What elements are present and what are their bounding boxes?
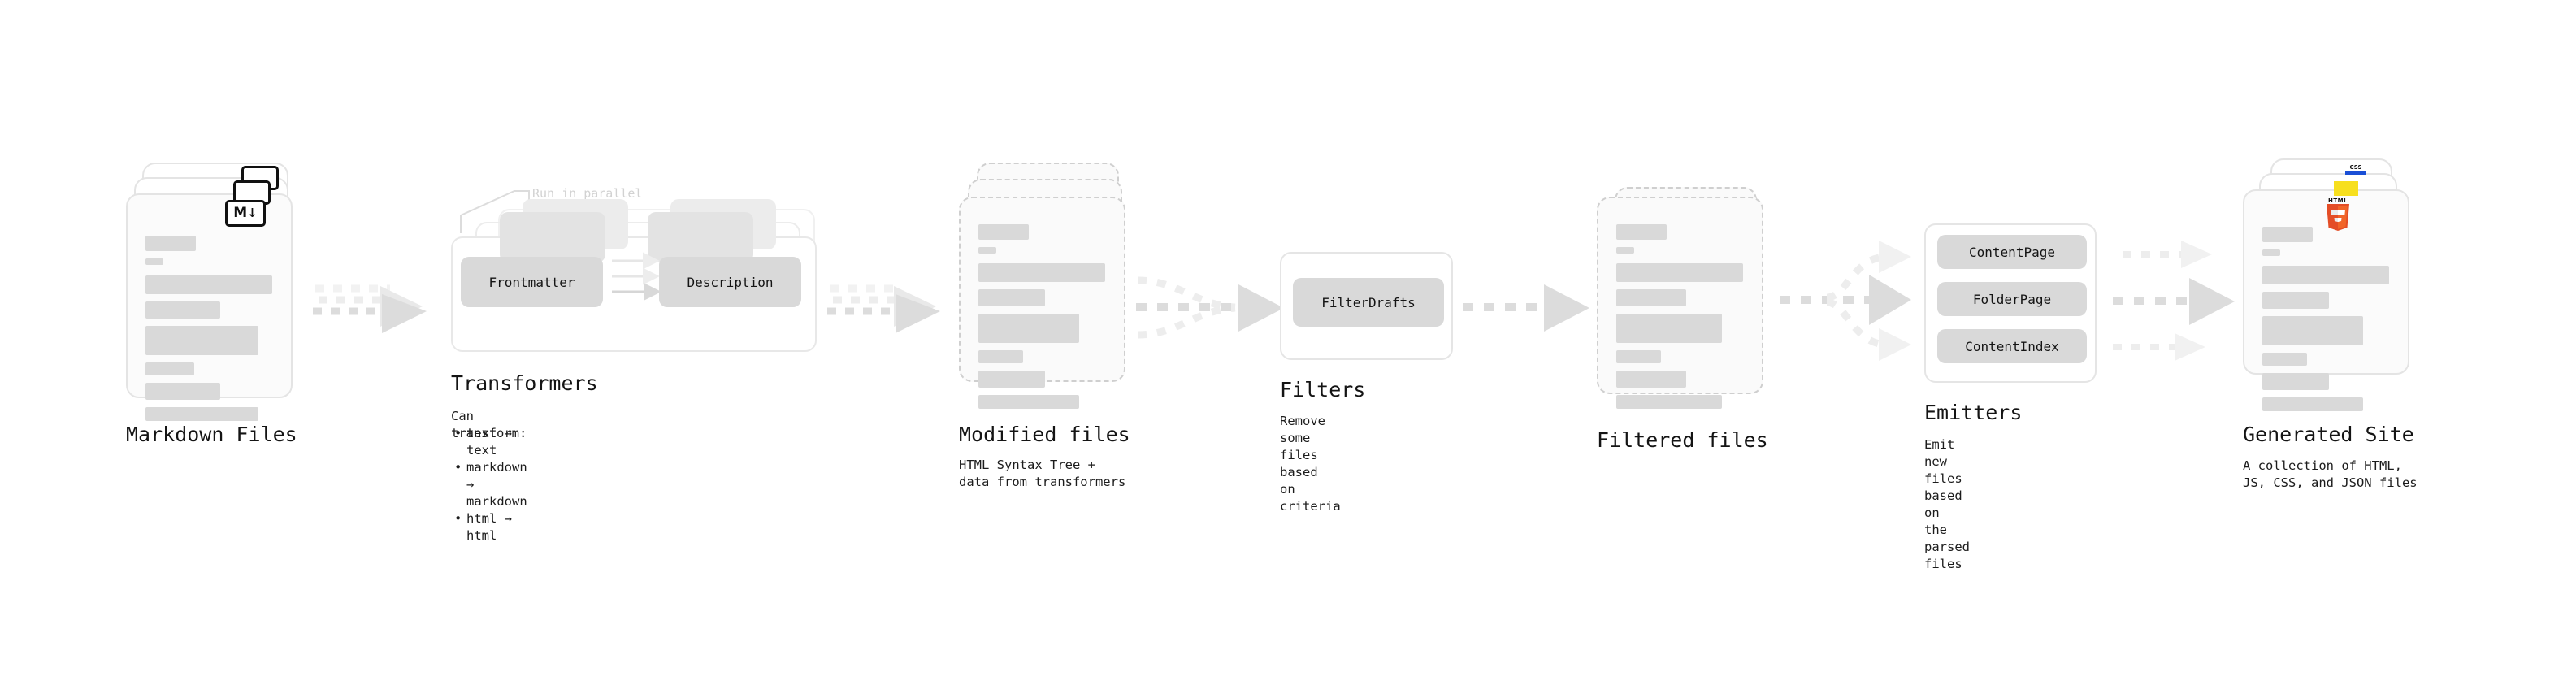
transformers-bullet-2: html → html <box>454 510 527 544</box>
connector-transformers-to-modified <box>827 284 940 333</box>
filtered-card-front <box>1597 197 1763 409</box>
stage-title-modified-files: Modified files <box>959 423 1130 446</box>
markdown-icon: M↓ <box>225 200 266 227</box>
transformers-bullet-1: markdown → markdown <box>454 459 527 510</box>
emitter-chip-contentindex[interactable]: ContentIndex <box>1937 329 2087 363</box>
generated-site-subtitle: A collection of HTML, JS, CSS, and JSON … <box>2243 458 2418 490</box>
transformer-inner-arrows <box>612 252 661 301</box>
markdown-icon-label: M <box>233 205 248 221</box>
transformer-chip-ghost-1a <box>500 212 605 262</box>
transformer-chip-description-label: Description <box>687 274 774 290</box>
transformers-bullet-0: text → text <box>454 425 527 459</box>
modified-card-stack <box>959 163 1134 409</box>
stage-filtered-files: Filtered files <box>1597 187 1772 452</box>
site-card-front <box>2243 189 2409 411</box>
stage-title-filtered-files: Filtered files <box>1597 428 1768 452</box>
connector-filters-to-filtered <box>1463 284 1589 332</box>
transformer-chip-description[interactable]: Description <box>659 257 801 307</box>
transformer-chip-frontmatter-label: Frontmatter <box>488 274 575 290</box>
css3-icon: CSS <box>2345 165 2366 175</box>
connector-filtered-to-emitters <box>1780 241 1911 361</box>
stage-title-filters: Filters <box>1280 378 1366 401</box>
stage-title-emitters: Emitters <box>1924 401 2023 424</box>
modified-card-front <box>959 197 1125 409</box>
transformer-chip-frontmatter[interactable]: Frontmatter <box>461 257 603 307</box>
emitter-chip-contentindex-label: ContentIndex <box>1965 338 2059 354</box>
filter-chip-filterdrafts-label: FilterDrafts <box>1321 294 1416 310</box>
filters-group: FilterDrafts <box>1280 252 1453 360</box>
emitters-subtitle: Emit new files based on the parsed files <box>1924 437 1970 571</box>
stage-title-transformers: Transformers <box>451 371 598 395</box>
transformers-bullet-list: text → text markdown → markdown html → h… <box>451 425 527 544</box>
run-in-parallel-bracket <box>460 190 530 233</box>
connector-modified-to-filters <box>1136 276 1284 339</box>
emitter-chip-contentpage[interactable]: ContentPage <box>1937 235 2087 269</box>
stage-title-generated-site: Generated Site <box>2243 423 2414 446</box>
emitter-chip-contentpage-label: ContentPage <box>1969 244 2055 260</box>
html5-icon: HTML <box>2325 197 2351 231</box>
connector-md-to-transformers <box>313 284 427 333</box>
stage-modified-files: Modified files HTML Syntax Tree + data f… <box>959 163 1134 489</box>
html5-shield <box>2327 204 2349 231</box>
css3-icon-label: CSS <box>2349 164 2362 171</box>
emitter-chip-folderpage-label: FolderPage <box>1972 291 2052 307</box>
markdown-icon-arrow: ↓ <box>247 206 258 220</box>
transformer-group-front: Frontmatter Description <box>451 199 817 352</box>
filter-chip-filterdrafts[interactable]: FilterDrafts <box>1293 278 1444 327</box>
transformer-chip-ghost-1b <box>648 212 753 262</box>
stage-generated-site: CSS HTML Generated Site A collection of … <box>2243 158 2418 490</box>
modified-files-subtitle: HTML Syntax Tree + data from transformer… <box>959 458 1126 489</box>
markdown-card-stack: M↓ <box>126 163 297 421</box>
connector-emitters-to-site <box>2113 241 2235 361</box>
stage-markdown-files: M↓ Markdown Files <box>126 163 297 446</box>
emitter-chip-folderpage[interactable]: FolderPage <box>1937 282 2087 316</box>
html5-icon-label: HTML <box>2327 197 2348 204</box>
javascript-icon <box>2334 181 2358 196</box>
site-card-stack: CSS HTML <box>2243 158 2418 411</box>
stage-title-markdown-files: Markdown Files <box>126 423 297 446</box>
markdown-card-front <box>126 193 293 421</box>
filtered-card-stack <box>1597 187 1772 414</box>
filters-subtitle: Remove some files based on criteria <box>1280 414 1341 514</box>
emitters-group: ContentPage FolderPage ContentIndex <box>1924 223 2097 383</box>
run-in-parallel-label: Run in parallel <box>532 186 643 201</box>
